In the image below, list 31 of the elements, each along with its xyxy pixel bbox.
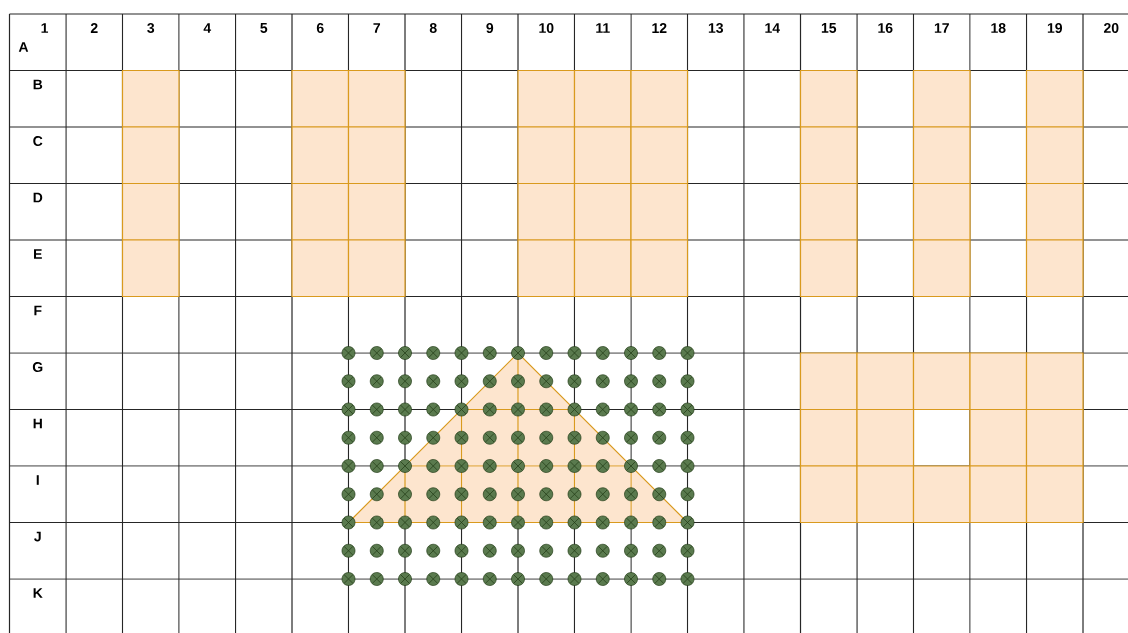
column-number: 1 bbox=[41, 23, 49, 33]
column-number: 11 bbox=[596, 23, 610, 33]
column-number: 13 bbox=[708, 23, 724, 33]
row-letter: I bbox=[36, 475, 39, 485]
column-number: 7 bbox=[373, 23, 381, 33]
column-number: 2 bbox=[90, 23, 98, 33]
column-number: 5 bbox=[260, 23, 268, 33]
column-number: 8 bbox=[429, 23, 437, 33]
column-number: 19 bbox=[1047, 23, 1063, 33]
row-letter: F bbox=[34, 305, 42, 316]
row-letter: B bbox=[33, 79, 43, 90]
column-number: 15 bbox=[821, 23, 837, 33]
column-number: 12 bbox=[652, 23, 667, 33]
column-number: 18 bbox=[991, 23, 1006, 33]
column-number: 16 bbox=[878, 23, 893, 33]
column-number: 3 bbox=[147, 23, 155, 33]
row-letter: H bbox=[33, 418, 42, 429]
row-letter: D bbox=[33, 192, 43, 203]
row-letter: K bbox=[33, 588, 43, 598]
column-number: 9 bbox=[486, 23, 494, 33]
row-letter: A bbox=[18, 42, 29, 52]
column-number: 6 bbox=[316, 23, 324, 33]
row-letter: E bbox=[34, 249, 42, 259]
column-number: 20 bbox=[1103, 23, 1119, 33]
column-number: 10 bbox=[539, 23, 554, 33]
column-number: 14 bbox=[765, 23, 780, 33]
row-letter: J bbox=[34, 531, 41, 542]
row-letter: G bbox=[32, 362, 43, 372]
row-letter: C bbox=[33, 136, 43, 146]
column-number: 4 bbox=[203, 23, 212, 33]
column-number: 17 bbox=[934, 23, 949, 33]
